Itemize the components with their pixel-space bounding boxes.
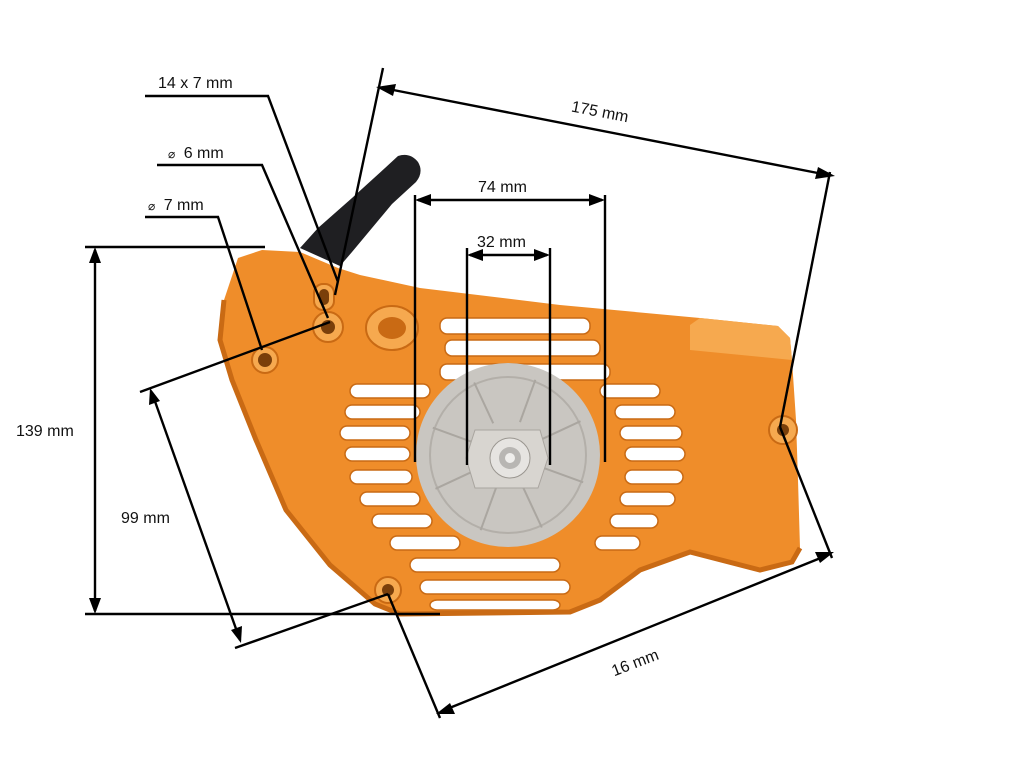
dimension-span-outer xyxy=(415,194,605,206)
label-length-bottom: 16 mm xyxy=(609,647,661,680)
leader-lines xyxy=(145,94,340,351)
vent-slat xyxy=(349,383,431,399)
dimension-length-top xyxy=(376,84,835,179)
vent-slat xyxy=(614,404,676,420)
vent-slat xyxy=(339,425,411,441)
vent-slat xyxy=(609,513,659,529)
housing-top-ridge xyxy=(690,318,792,360)
dimension-height-left xyxy=(89,247,101,614)
hub-bolt-core xyxy=(505,453,515,463)
vent-slat xyxy=(624,446,686,462)
mount-hole-large xyxy=(251,346,279,374)
vent-slat xyxy=(371,513,433,529)
pulley-spoke xyxy=(539,420,581,442)
mount-slot xyxy=(313,283,335,311)
vent-slat xyxy=(444,339,601,357)
pulley-spoke xyxy=(521,486,543,528)
vent-slat xyxy=(359,491,421,507)
vent-slat xyxy=(619,491,676,507)
vent-slat xyxy=(619,425,683,441)
vent-slat xyxy=(389,535,461,551)
pulley-spoke xyxy=(540,466,584,484)
vent-slat xyxy=(349,469,413,485)
label-diag-left: 99 mm xyxy=(121,510,170,527)
label-height-left: 139 mm xyxy=(16,423,74,440)
vent-slat xyxy=(409,557,561,573)
pulley-spoke xyxy=(435,468,477,490)
handle-grip xyxy=(300,154,421,266)
label-hole-large: ⌀ 7 mm xyxy=(148,197,204,214)
mount-hole-bottom xyxy=(374,576,402,604)
vent-slat xyxy=(419,579,571,595)
vent-slat xyxy=(429,599,561,611)
label-hole-large-value: 7 mm xyxy=(164,197,204,214)
pulley-spoke xyxy=(473,382,495,424)
vent-slat xyxy=(594,535,641,551)
label-hole-small-value: 6 mm xyxy=(184,145,224,162)
label-hole-small: ⌀ 6 mm xyxy=(168,145,224,162)
pulley-spoke xyxy=(519,379,537,423)
label-span-outer: 74 mm xyxy=(478,179,527,196)
diameter-symbol: ⌀ xyxy=(148,199,155,213)
diameter-symbol: ⌀ xyxy=(168,147,175,161)
label-slot: 14 x 7 mm xyxy=(158,75,233,92)
vent-slat xyxy=(344,446,411,462)
mount-hole-small xyxy=(312,311,344,343)
mount-hole-right xyxy=(768,415,798,445)
rope-guide xyxy=(365,305,419,351)
dimension-span-inner xyxy=(467,249,550,261)
pulley-spokes xyxy=(432,379,584,531)
dimension-length-bottom xyxy=(436,552,834,714)
pulley-spoke xyxy=(479,487,497,531)
vent-slat xyxy=(439,317,591,335)
vent-slat xyxy=(624,469,684,485)
extension-lines xyxy=(85,67,834,719)
rope-pulley xyxy=(416,363,600,547)
pulley-ring xyxy=(429,376,587,534)
vent-slat xyxy=(599,383,661,399)
label-length-top: 175 mm xyxy=(570,99,630,127)
dimension-diag-left xyxy=(149,388,242,643)
vent-slat xyxy=(344,404,421,420)
label-span-inner: 32 mm xyxy=(477,234,526,251)
